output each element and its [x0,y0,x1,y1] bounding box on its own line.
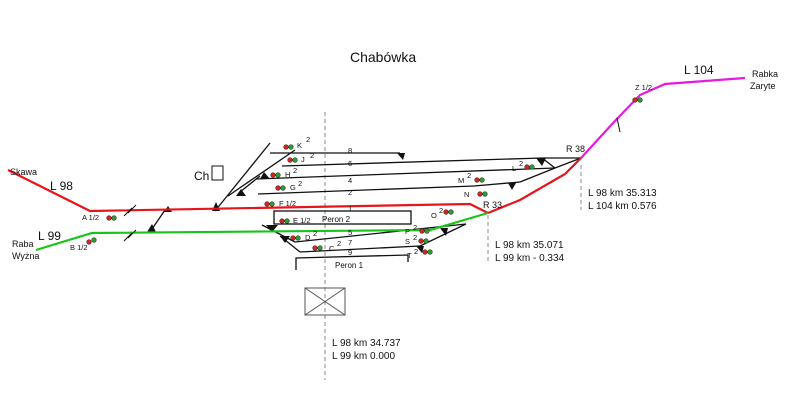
signal-n-label: N [464,190,469,199]
line-104-track [580,76,746,159]
svg-text:2: 2 [293,166,297,175]
signal-f-icon [264,201,275,207]
km-station-line-98: L 98 km 34.737 [332,338,401,349]
arrow-icon [616,117,621,133]
signal-z-label: Z 1/2 [635,83,652,92]
km-r33-line-98: L 98 km 35.071 [495,240,564,251]
reference-lines [324,112,582,380]
track-number-9: 9 [348,248,352,257]
signal-a-label: A 1/2 [82,213,99,222]
signal-b-icon [86,237,97,245]
svg-text:2: 2 [519,159,523,168]
svg-text:2: 2 [413,223,417,232]
signal-z-icon [632,97,643,103]
svg-text:2: 2 [298,179,302,188]
signal-j-icon [287,157,298,163]
track-number-2: 2 [348,188,352,197]
direction-arrows [123,117,621,242]
signal-d-icon [290,235,301,241]
signal-j-label: J [301,155,305,164]
junction-r38: R 38 [566,144,585,154]
signal-f-label: F 1/2 [279,199,296,208]
arrow-icon [127,229,137,239]
svg-text:2: 2 [414,247,418,256]
signal-g-label: G [290,183,296,192]
signal-b-label: B 1/2 [70,243,88,252]
signal-o-icon [443,209,454,215]
signal-t-label: T [407,251,412,260]
platform-2 [273,210,412,225]
line-99-track [35,211,489,252]
station-title: Chabówka [350,49,416,65]
km-r33-line-99: L 99 km - 0.334 [495,253,565,264]
signal-m-label: M [458,176,464,185]
km-station-line-99: L 99 km 0.000 [332,351,395,362]
track-number-6: 6 [348,159,352,168]
line-98-track [7,169,489,214]
svg-text:2: 2 [467,171,471,180]
signal-e-label: E 1/2 [293,216,311,225]
place-rabka: Rabka [752,69,778,79]
signal-l-icon [524,164,535,170]
line-98-curve [487,157,582,215]
place-skawa: Skawa [10,167,37,177]
platform-2-label: Peron 2 [322,215,351,224]
line-98-label: L 98 [50,179,73,193]
place-wyzna: Wyżna [12,251,39,261]
building-label: Ch [194,169,209,183]
track-number-4: 4 [348,176,352,185]
svg-text:2: 2 [310,151,314,160]
signal-s-label: S [405,237,410,246]
signal-k-label: K [297,141,302,150]
svg-text:2: 2 [313,229,317,238]
line-99-label: L 99 [38,229,61,243]
platform-1-label: Peron 1 [335,261,364,270]
crossing-box-icon [304,287,346,316]
signal-g-icon [275,185,286,191]
platform-1 [295,254,409,270]
signal-e-icon [279,218,290,224]
signal-t-icon [422,249,433,255]
svg-text:2: 2 [337,239,341,248]
track-number-7: 7 [348,238,352,247]
place-zaryte: Zaryte [750,81,776,91]
signal-lamps [86,97,643,255]
signal-c-label: C [329,244,335,253]
signal-m-icon [474,177,485,183]
building-icon [211,165,224,181]
track-number-8: 8 [348,146,352,155]
km-r38-line-98: L 98 km 35.313 [588,188,657,199]
signal-p-icon [419,228,430,234]
track-number-5: 5 [348,228,352,237]
signal-k-icon [283,144,294,150]
main-lines [7,76,746,252]
signal-d-label: D [305,233,311,242]
signal-o-label: O [431,211,437,220]
place-raba: Raba [12,239,34,249]
signal-h-label: H [285,170,290,179]
signal-a-icon [106,215,117,221]
track-number-1: 1 [348,204,352,213]
svg-text:2: 2 [439,206,443,215]
signal-c-icon [312,245,323,251]
signal-h-icon [270,172,281,178]
svg-text:2: 2 [306,135,310,144]
signal-l-label: L [512,164,516,173]
signal-s-icon [418,238,429,244]
junction-r33: R 33 [483,200,502,210]
svg-text:2: 2 [413,233,417,242]
line-104-label: L 104 [684,63,714,77]
signal-n-icon [477,191,488,197]
arrow-icon [127,204,137,214]
signal-p-label: P [405,227,410,236]
km-r38-line-104: L 104 km 0.576 [588,201,657,212]
